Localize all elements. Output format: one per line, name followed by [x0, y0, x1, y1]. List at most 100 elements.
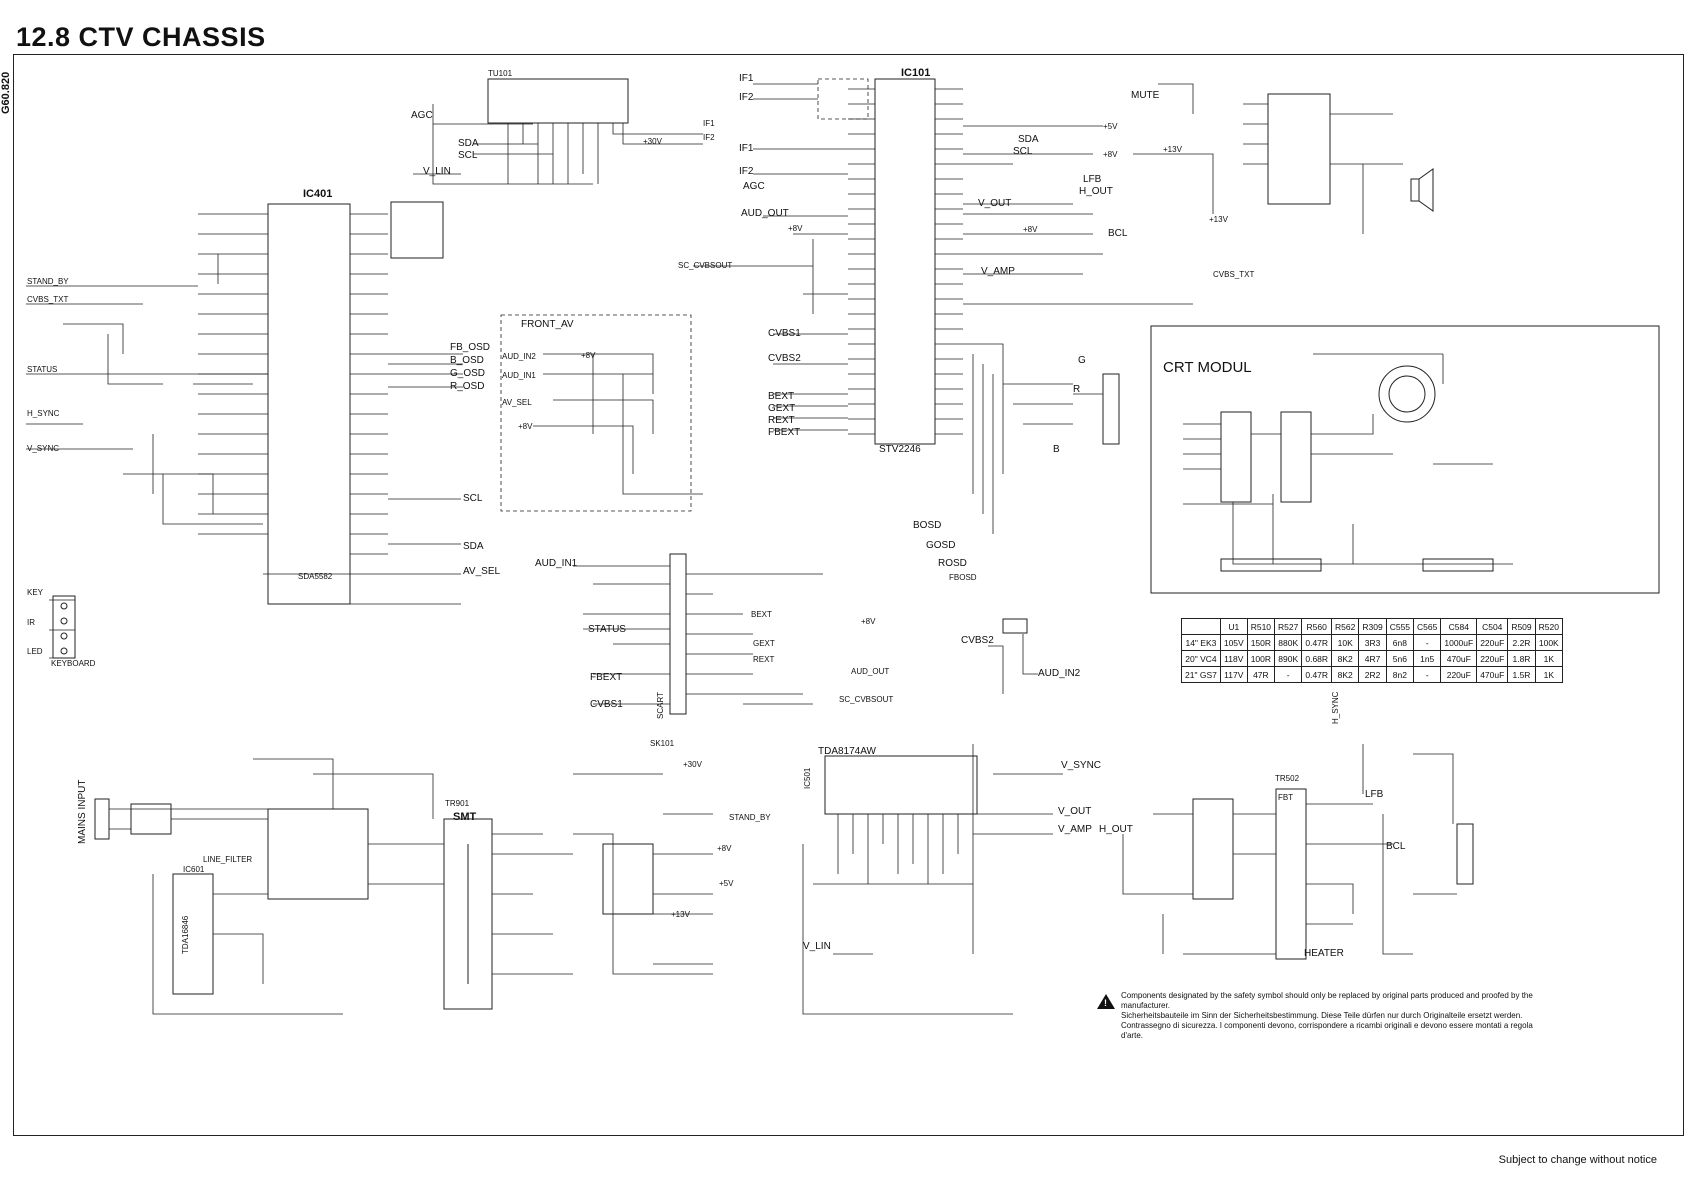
- tuner-label: TU101: [488, 69, 513, 78]
- table-header-cell: C565: [1413, 618, 1442, 635]
- ic101-if1-b: IF1: [739, 143, 754, 154]
- signal-stand-by: STAND_BY: [27, 277, 69, 286]
- crt-socket: [1378, 365, 1436, 423]
- signal-cvbs-txt: CVBS_TXT: [27, 295, 68, 304]
- smt-transformer: [443, 818, 493, 1010]
- mains-input-label: MAINS INPUT: [77, 780, 88, 844]
- cvbs2-front: CVBS2: [961, 635, 994, 646]
- signal-r-osd: R_OSD: [450, 381, 484, 392]
- table-cell: 100K: [1534, 634, 1563, 651]
- table-header-cell: R309: [1358, 618, 1387, 635]
- ic101-8v-left: +8V: [788, 224, 803, 233]
- table-cell: 3R3: [1358, 634, 1387, 651]
- table-cell: -: [1413, 666, 1442, 683]
- table-header-cell: R527: [1274, 618, 1303, 635]
- ic101-part: STV2246: [879, 444, 921, 455]
- defl-bcl: BCL: [1386, 841, 1406, 852]
- keyboard-connector: [52, 595, 76, 659]
- ic101-label: IC101: [901, 67, 930, 79]
- osd-gosd: GOSD: [926, 540, 955, 551]
- table-cell: 100R: [1246, 650, 1276, 667]
- signal-key: KEY: [27, 588, 44, 597]
- table-cell: 2.2R: [1507, 634, 1536, 651]
- front-av-8v-b: +8V: [518, 422, 533, 431]
- table-cell: 1K: [1534, 666, 1563, 683]
- ic402-body: [390, 201, 444, 259]
- ic101-sc-cvbsout: SC_CVBSOUT: [678, 261, 732, 270]
- table-header-cell: U1: [1219, 618, 1248, 635]
- scart-label: SK101: [650, 739, 675, 748]
- signal-fb-osd: FB_OSD: [450, 342, 490, 353]
- audio-ic-body: [1267, 93, 1331, 205]
- scart-sc-cvbsout: SC_CVBSOUT: [839, 695, 893, 704]
- scart-connector: [669, 553, 687, 715]
- tuner-if2: IF2: [703, 133, 715, 142]
- ic101-aud-out: AUD_OUT: [741, 208, 789, 219]
- page-title: 12.8 CTV CHASSIS: [16, 22, 266, 52]
- table-cell: 220uF: [1440, 666, 1478, 683]
- table-header-cell: C555: [1385, 618, 1415, 635]
- crt-ic-a: [1220, 411, 1252, 503]
- ic501-part: TDA8174AW: [818, 746, 877, 757]
- table-cell: 1000uF: [1440, 634, 1478, 651]
- ic101-cvbs2: CVBS2: [768, 353, 801, 364]
- front-av-label: FRONT_AV: [521, 319, 574, 330]
- ic101-rext: REXT: [768, 415, 795, 426]
- signal-sda-out: SDA: [463, 541, 484, 552]
- ic101-cvbs1: CVBS1: [768, 328, 801, 339]
- table-header-cell: R509: [1507, 618, 1536, 635]
- ic101-gext: GEXT: [768, 403, 795, 414]
- tuner-scl: SCL: [458, 150, 478, 161]
- document-code: G60.820: [0, 71, 12, 114]
- table-cell: -: [1274, 666, 1303, 683]
- table-header-cell: R560: [1301, 618, 1333, 635]
- safety-note: Components designated by the safety symb…: [1121, 991, 1551, 1041]
- ic101-bcl: BCL: [1108, 228, 1128, 239]
- front-av-8v-a: +8V: [581, 351, 596, 360]
- scart-aud-out: AUD_OUT: [851, 667, 889, 676]
- speaker-icon: [1410, 178, 1420, 202]
- tuner-if1: IF1: [703, 119, 715, 128]
- tuner-body: [487, 78, 629, 124]
- smt-part: SMT: [453, 811, 477, 823]
- table-cell: 2R2: [1358, 666, 1387, 683]
- table-cell: 890K: [1274, 650, 1303, 667]
- signal-scl-out: SCL: [463, 493, 483, 504]
- fbt-body: [1275, 788, 1307, 960]
- signal-status: STATUS: [27, 365, 57, 374]
- table-cell: 21" GS7: [1181, 666, 1221, 683]
- fbt-label: TR502: [1275, 774, 1300, 783]
- schematic-frame: [13, 54, 1684, 1136]
- scart-8v: +8V: [861, 617, 876, 626]
- scart-fbext: FBEXT: [590, 672, 622, 683]
- table-cell: 4R7: [1358, 650, 1387, 667]
- front-av-aud-in1: AUD_IN1: [502, 371, 536, 380]
- table-cell: 0.47R: [1301, 634, 1333, 651]
- osd-bosd: BOSD: [913, 520, 941, 531]
- scart-bext: BEXT: [751, 610, 772, 619]
- crt-out-connector: [1456, 823, 1474, 885]
- ic101-if2-b: IF2: [739, 166, 754, 177]
- defl-lfb: LFB: [1365, 789, 1384, 800]
- ic101-lfb: LFB: [1083, 174, 1102, 185]
- safety-note-de: Sicherheitsbauteile im Sinn der Sicherhe…: [1121, 1011, 1523, 1020]
- table-cell: 14" EK3: [1181, 634, 1221, 651]
- ic101-v-out: V_OUT: [978, 198, 1011, 209]
- table-cell: 1.5R: [1507, 666, 1536, 683]
- ic501-body: [824, 755, 978, 815]
- power-5v: +5V: [719, 879, 734, 888]
- ic101-option-box: [817, 78, 869, 120]
- table-cell: 118V: [1219, 650, 1248, 667]
- table-cell: 220uF: [1476, 650, 1509, 667]
- table-header-cell: C504: [1476, 618, 1509, 635]
- defl-v-out: V_OUT: [1058, 806, 1091, 817]
- ic101-pins: [848, 88, 963, 435]
- table-cell: 8K2: [1331, 650, 1360, 667]
- crt-modul-section: [1150, 325, 1660, 594]
- defl-h-out: H_OUT: [1099, 824, 1133, 835]
- table-cell: 880K: [1274, 634, 1303, 651]
- ic101-8v-right: +8V: [1103, 150, 1118, 159]
